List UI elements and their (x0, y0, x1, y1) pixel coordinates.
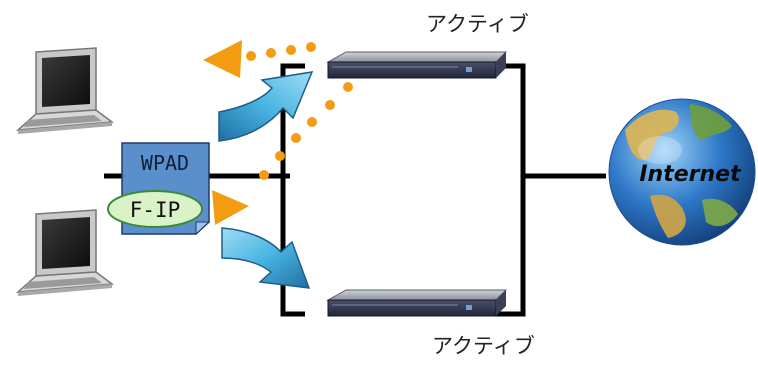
curved-arrow-down (221, 227, 311, 289)
orange-arrow-right (212, 190, 249, 225)
laptop-icon (15, 209, 115, 296)
rack-server-icon (326, 289, 508, 317)
wpad-label: WPAD (141, 151, 189, 175)
fip-label: F-IP (130, 198, 181, 222)
globe-icon: Internet (608, 98, 756, 246)
right-bus-line (495, 63, 526, 317)
orange-flow (203, 40, 353, 225)
rack-server-icon (326, 51, 508, 79)
left-bus-line (280, 63, 305, 317)
internet-label: Internet (639, 162, 742, 187)
server-top-label: アクティブ (426, 12, 529, 36)
orange-arrow-left (203, 40, 242, 78)
curved-arrow-up (218, 71, 314, 142)
fip-badge: F-IP (107, 190, 203, 228)
server-bottom-label: アクティブ (432, 334, 535, 358)
laptop-icon (15, 47, 115, 134)
